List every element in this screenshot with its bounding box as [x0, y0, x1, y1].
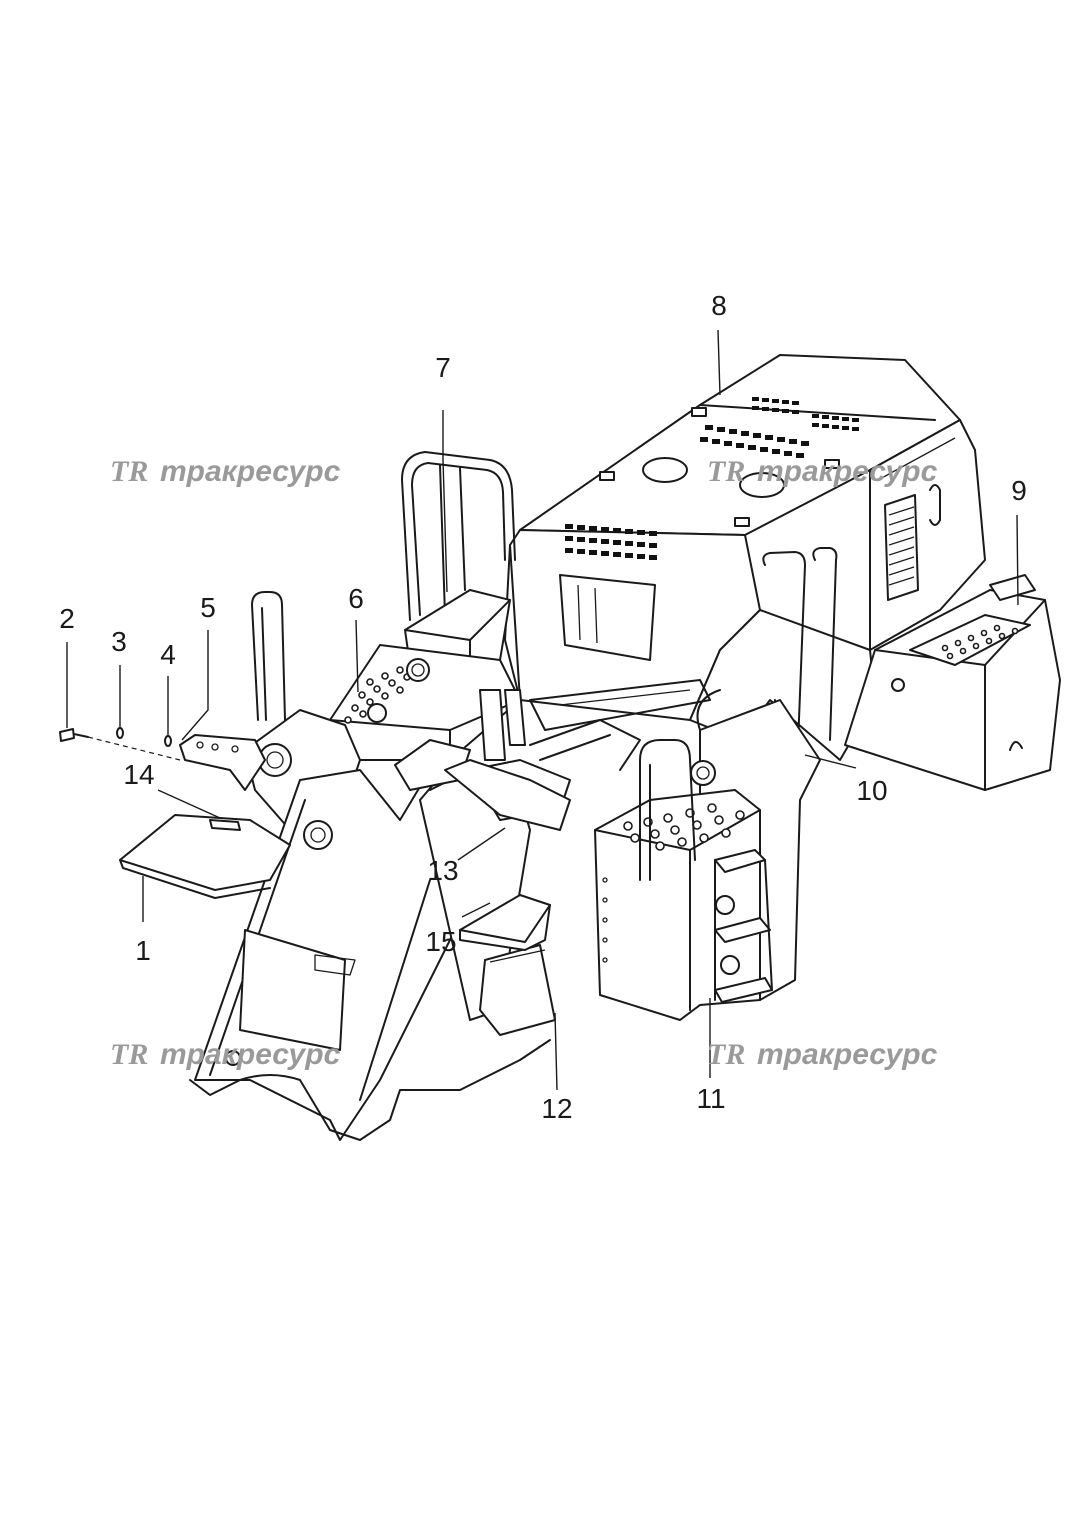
callout-12: 12: [541, 1093, 572, 1124]
floor-plate: [329, 644, 521, 761]
watermark-logo: TR: [707, 455, 745, 488]
callout-13: 13: [427, 855, 458, 886]
watermark-text: тракресурс: [757, 1038, 938, 1071]
fasteners: [59, 727, 181, 761]
callout-15: 15: [425, 926, 456, 957]
callout-11: 11: [696, 1083, 725, 1114]
callout-9: 9: [1011, 475, 1027, 506]
watermark-text: тракресурс: [757, 455, 938, 488]
fender-plate: [119, 814, 291, 899]
watermark-logo: TR: [110, 1038, 148, 1071]
watermark-top-left: TR тракресурс: [110, 455, 341, 488]
seat-rail: [401, 451, 516, 666]
callout-3: 3: [111, 626, 127, 657]
watermark-top-right: TR тракресурс: [707, 455, 938, 488]
callout-10: 10: [856, 775, 887, 806]
mirror-bracket: [179, 591, 286, 791]
leader-lines: [66, 329, 1019, 1091]
callout-1: 1: [135, 935, 151, 966]
callout-labels: 1 2 3 4 5 6 7 8 9 10 11 12 13 14 15: [59, 290, 1027, 1124]
engine-hood: [504, 354, 986, 761]
callout-5: 5: [200, 592, 216, 623]
callout-6: 6: [348, 583, 364, 614]
step-box: [594, 739, 773, 1021]
callout-4: 4: [160, 639, 176, 670]
callout-8: 8: [711, 290, 727, 321]
callout-7: 7: [435, 352, 451, 383]
watermark-text: тракресурс: [160, 455, 341, 488]
fuel-tank: [844, 574, 1061, 791]
callout-14: 14: [123, 759, 154, 790]
watermark-bottom-left: TR тракресурс: [110, 1038, 341, 1071]
mud-guard: [479, 944, 556, 1036]
watermark-logo: TR: [707, 1038, 745, 1071]
watermark-text: тракресурс: [160, 1038, 341, 1071]
callout-2: 2: [59, 603, 75, 634]
step-pad: [459, 894, 551, 951]
watermark-logo: TR: [110, 455, 148, 488]
watermark-bottom-right: TR тракресурс: [707, 1038, 938, 1071]
